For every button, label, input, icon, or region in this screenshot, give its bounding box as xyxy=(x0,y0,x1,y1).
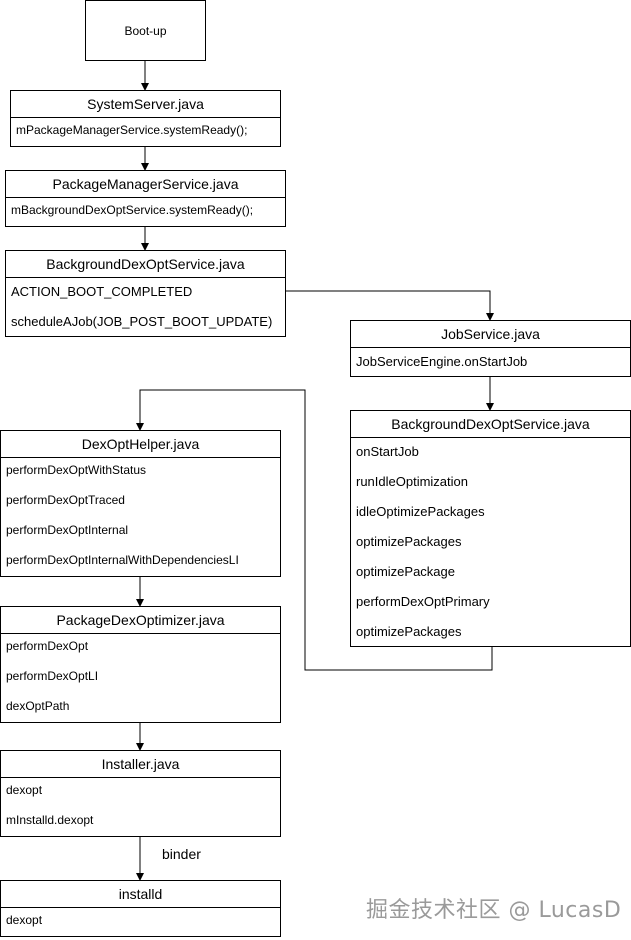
bdos2-item-1: runIdleOptimization xyxy=(356,474,468,489)
pdo-title: PackageDexOptimizer.java xyxy=(1,607,280,634)
bdos2-item-2: idleOptimizePackages xyxy=(356,504,485,519)
installer-item-1: mInstalld.dexopt xyxy=(6,813,94,827)
bootup-node: Boot-up xyxy=(85,0,206,61)
watermark: 掘金技术社区 @ LucasD xyxy=(366,898,622,923)
jobservice-node: JobService.java JobServiceEngine.onStart… xyxy=(350,320,631,377)
systemserver-item-0: mPackageManagerService.systemReady(); xyxy=(16,123,248,137)
pdo-item-0: performDexOpt xyxy=(6,639,89,653)
bdos2-item-6: optimizePackages xyxy=(356,624,462,639)
dexopthelper-item-3: performDexOptInternalWithDependenciesLI xyxy=(6,553,239,567)
installd-item-0: dexopt xyxy=(6,913,43,927)
dexopthelper-title: DexOptHelper.java xyxy=(1,431,280,458)
bootup-label: Boot-up xyxy=(124,23,167,38)
systemserver-node: SystemServer.java mPackageManagerService… xyxy=(10,90,281,147)
bdos-item-0: ACTION_BOOT_COMPLETED xyxy=(11,284,193,299)
installer-title: Installer.java xyxy=(1,751,280,778)
installer-node: Installer.java dexopt mInstalld.dexopt xyxy=(0,750,281,837)
systemserver-title: SystemServer.java xyxy=(11,91,280,118)
jobservice-item-0: JobServiceEngine.onStartJob xyxy=(356,354,528,369)
dexopthelper-item-2: performDexOptInternal xyxy=(6,523,129,537)
edge-bdos2-to-dexopthelper xyxy=(136,389,493,671)
dexopthelper-item-0: performDexOptWithStatus xyxy=(6,463,147,477)
installd-node: installd dexopt xyxy=(0,880,281,937)
bdos-title: BackgroundDexOptService.java xyxy=(6,251,285,278)
bdos2-node: BackgroundDexOptService.java onStartJob … xyxy=(350,410,631,647)
bdos-node: BackgroundDexOptService.java ACTION_BOOT… xyxy=(5,250,286,337)
bdos2-item-3: optimizePackages xyxy=(356,534,462,549)
pdo-item-1: performDexOptLI xyxy=(6,669,99,683)
installer-item-0: dexopt xyxy=(6,783,43,797)
installd-title: installd xyxy=(1,881,280,908)
bdos2-item-5: performDexOptPrimary xyxy=(356,594,490,609)
pdo-item-2: dexOptPath xyxy=(6,699,70,713)
jobservice-title: JobService.java xyxy=(351,321,630,348)
dexopthelper-node: DexOptHelper.java performDexOptWithStatu… xyxy=(0,430,281,577)
pdo-node: PackageDexOptimizer.java performDexOpt p… xyxy=(0,606,281,723)
pms-item-0: mBackgroundDexOptService.systemReady(); xyxy=(11,203,254,217)
edge-bdos-to-jobservice xyxy=(286,290,494,321)
pms-node: PackageManagerService.java mBackgroundDe… xyxy=(5,170,286,227)
dexopthelper-item-1: performDexOptTraced xyxy=(6,493,125,507)
bdos-item-1: scheduleAJob(JOB_POST_BOOT_UPDATE) xyxy=(11,314,273,329)
bdos2-item-4: optimizePackage xyxy=(356,564,455,579)
binder-label: binder xyxy=(162,846,201,862)
bdos2-item-0: onStartJob xyxy=(356,444,419,459)
bdos2-title: BackgroundDexOptService.java xyxy=(351,411,630,438)
pms-title: PackageManagerService.java xyxy=(6,171,285,198)
